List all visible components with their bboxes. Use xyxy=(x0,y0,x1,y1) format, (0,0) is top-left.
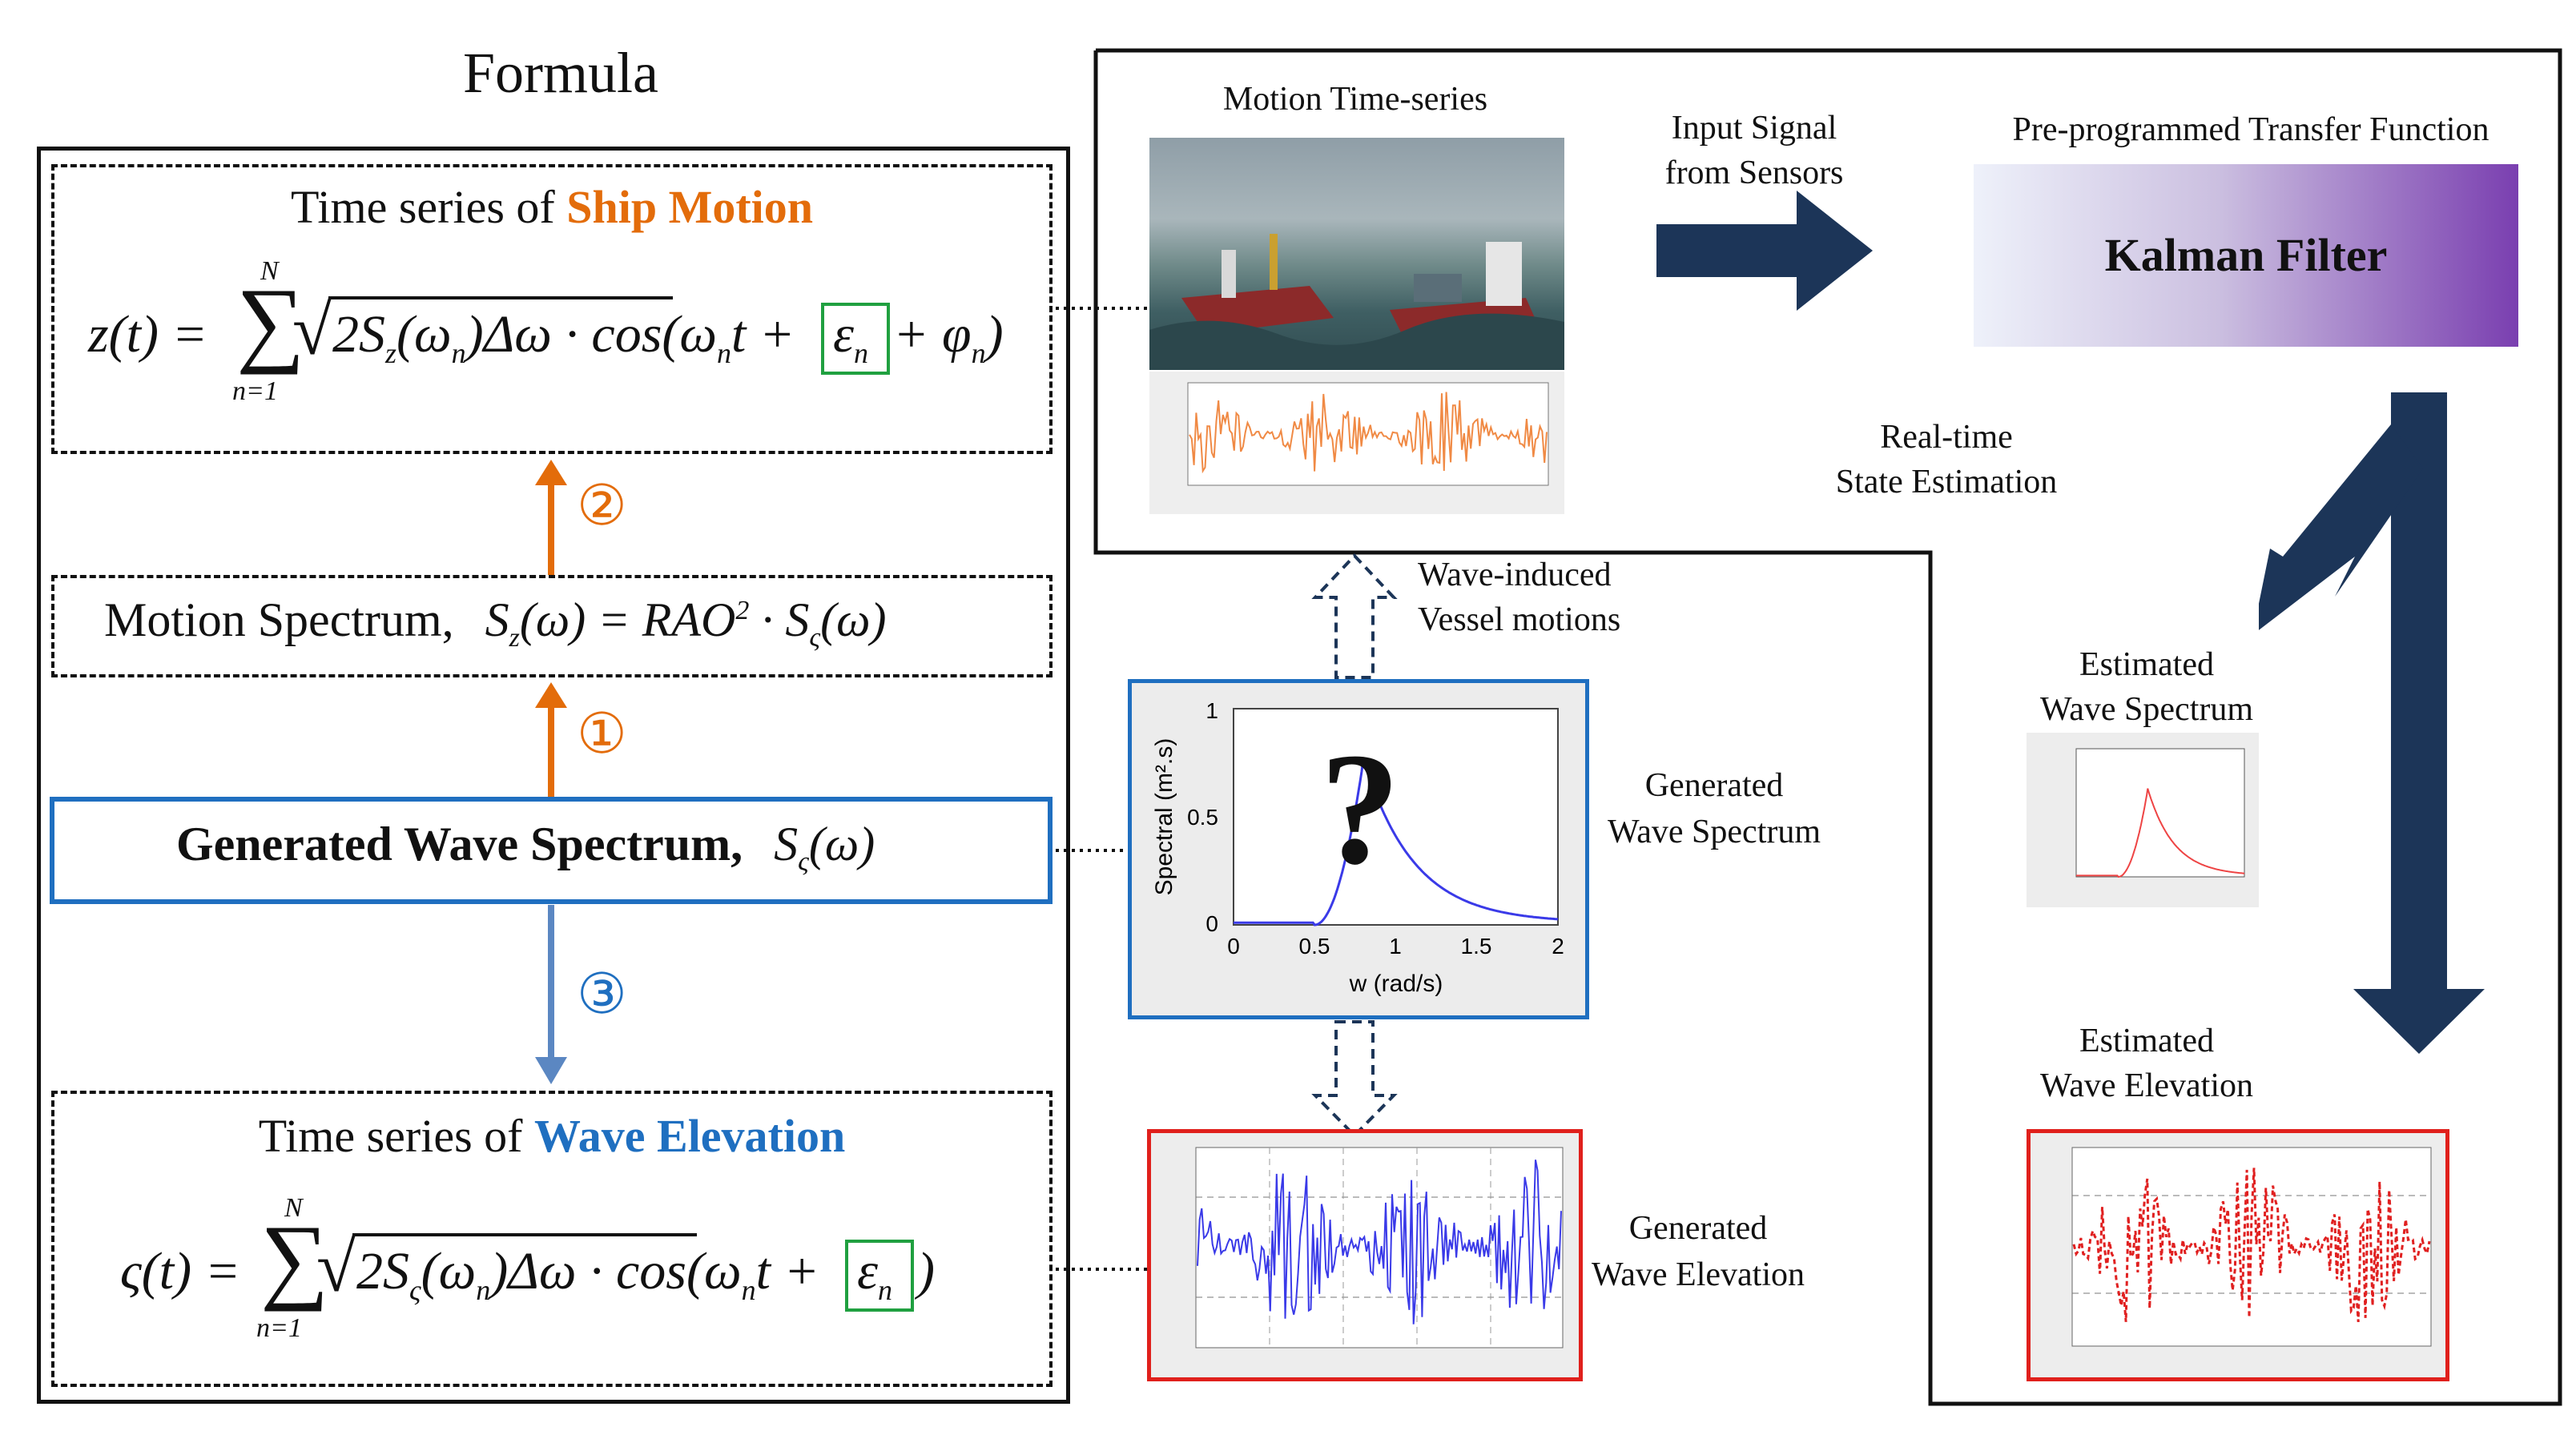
gen-spec-ytick-05: 0.5 xyxy=(1187,805,1218,830)
est-spectrum-plot xyxy=(2027,733,2259,907)
ship-motion-formula: z(t) = N ∑ n=1 √ 2Sz(ωn)Δω · cos(ωnt + ε… xyxy=(88,256,1004,406)
gen-spec-xtick-1: 1 xyxy=(1389,934,1402,959)
ship-motion-title: Time series of Ship Motion xyxy=(290,181,814,233)
estimation-arrows xyxy=(2259,392,2485,1054)
transfer-function-label: Pre-programmed Transfer Function xyxy=(2012,111,2489,148)
epsilon-box-2 xyxy=(845,1240,914,1312)
ship-motion-box xyxy=(51,164,1053,454)
motion-ts-label: Motion Time-series xyxy=(1222,81,1488,118)
arrow-step-1 xyxy=(535,682,567,798)
wave-elevation-formula: ς(t) = N ∑ n=1 √ 2Sς(ωn)Δω · cos(ωnt + ε… xyxy=(120,1193,935,1343)
kalman-filter-label: Kalman Filter xyxy=(2104,229,2388,281)
motion-ts-plot xyxy=(1149,372,1564,514)
kalman-filter-box xyxy=(1974,164,2518,347)
question-mark: ? xyxy=(1320,721,1400,898)
wave-elevation-title: Time series of Wave Elevation xyxy=(258,1110,846,1162)
gen-spec-xtick-2: 2 xyxy=(1552,934,1564,959)
generated-spectrum-text: Generated Wave Spectrum, Sς(ω) xyxy=(176,818,875,877)
est-spectrum-label: Estimated Wave Spectrum xyxy=(2039,646,2254,728)
realtime-label: Real-time State Estimation xyxy=(1835,419,2058,500)
generated-elevation-plot xyxy=(1147,1129,1583,1381)
motion-spectrum-box xyxy=(51,575,1053,677)
motion-spectrum-text: Motion Spectrum, Sz(ω) = RAO2 · Sς(ω) xyxy=(104,593,887,653)
gen-spec-xlabel: w (rad/s) xyxy=(1349,971,1443,997)
gen-elevation-side-label: Generated Wave Elevation xyxy=(1591,1210,1805,1293)
gen-spec-ytick-0: 0 xyxy=(1205,911,1218,936)
wave-induced-label: Wave-induced Vessel motions xyxy=(1418,557,1621,638)
wave-elevation-box xyxy=(51,1091,1053,1387)
est-elevation-plot xyxy=(2027,1129,2449,1381)
gen-spectrum-side-label: Generated Wave Spectrum xyxy=(1607,767,1821,850)
est-elev-label: Estimated Wave Elevation xyxy=(2039,1023,2253,1104)
arrow-step-2 xyxy=(535,460,567,575)
input-arrow xyxy=(1656,191,1873,311)
gen-spec-ytick-1: 1 xyxy=(1205,698,1218,723)
generated-spectrum-chart: 0 0.5 1 0 0.5 1 1.5 2 w (rad/s) Spectral… xyxy=(1128,679,1589,1019)
gen-spec-xtick-05: 0.5 xyxy=(1299,934,1330,959)
epsilon-box-1 xyxy=(821,303,890,375)
step-3-label: ③ xyxy=(577,964,627,1026)
generated-down-arrow xyxy=(1311,1020,1398,1138)
step-1-label: ① xyxy=(577,704,627,766)
ship-photo xyxy=(1149,138,1564,370)
wave-induced-arrow xyxy=(1311,553,1398,679)
arrow-step-3 xyxy=(535,905,567,1084)
gen-spec-xtick-0: 0 xyxy=(1227,934,1240,959)
generated-spectrum-box xyxy=(50,797,1053,904)
input-signal-label: Input Signal from Sensors xyxy=(1664,110,1844,191)
formula-title: Formula xyxy=(463,41,658,105)
step-2-label: ② xyxy=(577,476,627,537)
gen-spec-ylabel: Spectral (m².s) xyxy=(1151,738,1177,896)
gen-spec-xtick-15: 1.5 xyxy=(1461,934,1492,959)
formula-panel xyxy=(37,147,1070,1404)
